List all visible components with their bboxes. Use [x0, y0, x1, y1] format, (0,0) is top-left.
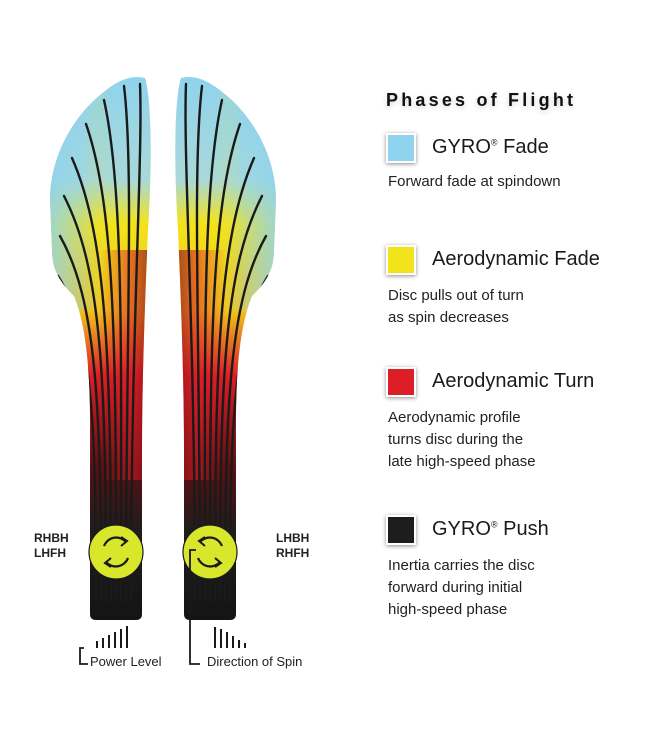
right-throw-type-2: RHFH	[276, 546, 310, 560]
gyro-fade-description: Forward fade at spindown	[388, 173, 561, 190]
left-trajectory-lines	[56, 82, 142, 602]
aerodynamic-fade-description: Disc pulls out of turn as spin decreases	[388, 287, 524, 326]
gyro-push-swatch	[386, 515, 416, 545]
power-level-bracket	[79, 647, 88, 665]
power-level-label: Power Level	[90, 654, 162, 669]
gyro-push-description: Inertia carries the disc forward during …	[388, 557, 535, 618]
gyro-fade-title: GYRO® Fade	[432, 136, 549, 158]
gyro-push-title: GYRO® Push	[432, 518, 549, 540]
counterclockwise-arrows-icon	[196, 536, 224, 568]
aerodynamic-fade-swatch	[386, 245, 416, 275]
clockwise-arrows-icon	[102, 536, 130, 568]
aerodynamic-turn-description: Aerodynamic profile turns disc during th…	[388, 409, 536, 470]
left-flight-path	[50, 76, 151, 621]
power-level-icon	[96, 626, 128, 648]
aerodynamic-turn-swatch	[386, 367, 416, 397]
direction-of-spin-icon	[214, 627, 246, 648]
direction-of-spin-bracket	[189, 549, 200, 665]
gyro-fade-swatch	[386, 133, 416, 163]
left-throw-type-1: RHBH	[34, 531, 69, 545]
right-throw-types: LHBH RHFH	[276, 531, 309, 561]
left-spin-disc	[88, 524, 144, 580]
right-throw-type-1: LHBH	[276, 531, 310, 545]
left-throw-type-2: LHFH	[34, 546, 66, 560]
aerodynamic-turn-title: Aerodynamic Turn	[432, 370, 595, 392]
left-throw-types: RHBH LHFH	[34, 531, 69, 561]
aerodynamic-fade-title: Aerodynamic Fade	[432, 248, 600, 270]
legend-title: Phases of Flight	[386, 90, 577, 110]
direction-of-spin-label: Direction of Spin	[207, 654, 303, 669]
right-flight-path	[175, 76, 276, 621]
right-spin-disc	[182, 524, 238, 580]
